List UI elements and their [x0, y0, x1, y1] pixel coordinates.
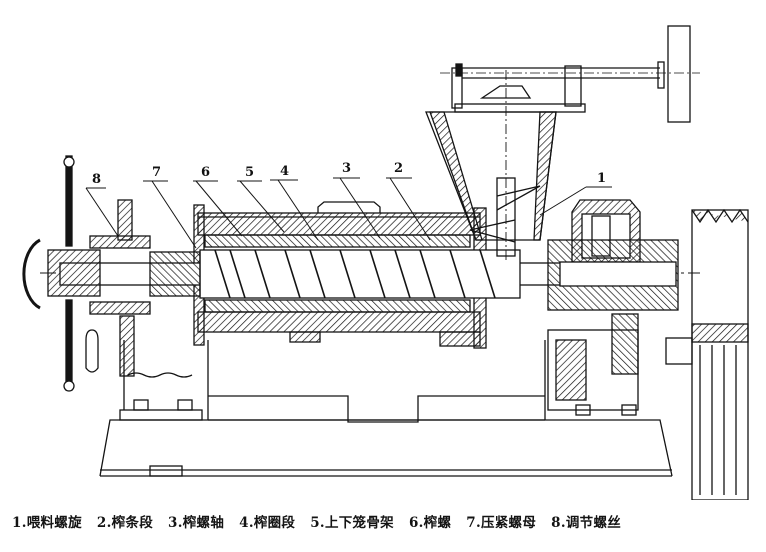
- callout-3: 3: [342, 161, 351, 176]
- gearbox: [547, 199, 693, 411]
- callout-leaders: [85, 177, 612, 249]
- parts-legend: 1.喂料螺旋 2.榨条段 3.榨螺轴 4.榨圈段 5.上下笼骨架 6.榨螺 7.…: [0, 506, 766, 536]
- v-belt-pulley: [691, 208, 749, 500]
- legend-item-3: 3.榨螺轴: [168, 515, 225, 531]
- callout-5: 5: [245, 165, 254, 180]
- callout-8: 8: [92, 172, 101, 187]
- callout-2: 2: [394, 161, 403, 176]
- press-cage: [193, 201, 487, 349]
- callout-1: 1: [597, 171, 606, 186]
- screw-shaft: [40, 249, 700, 299]
- legend-item-5: 5.上下笼骨架: [310, 515, 394, 531]
- oil-press-cross-section-drawing: 1 2 3 4 5 6 7 8: [22, 25, 749, 500]
- legend-item-7: 7.压紧螺母: [466, 515, 537, 531]
- legend-item-6: 6.榨螺: [408, 515, 452, 531]
- legend-item-8: 8.调节螺丝: [551, 515, 622, 531]
- legend-item-4: 4.榨圈段: [239, 515, 296, 531]
- legend-item-2: 2.榨条段: [96, 515, 154, 531]
- top-drive-assembly: [440, 25, 700, 123]
- callout-7: 7: [152, 165, 161, 180]
- adjusting-handwheel: [22, 155, 201, 392]
- callout-4: 4: [280, 164, 289, 179]
- legend-item-1: 1.喂料螺旋: [12, 515, 82, 531]
- machine-base: [99, 340, 673, 477]
- callout-6: 6: [201, 165, 210, 180]
